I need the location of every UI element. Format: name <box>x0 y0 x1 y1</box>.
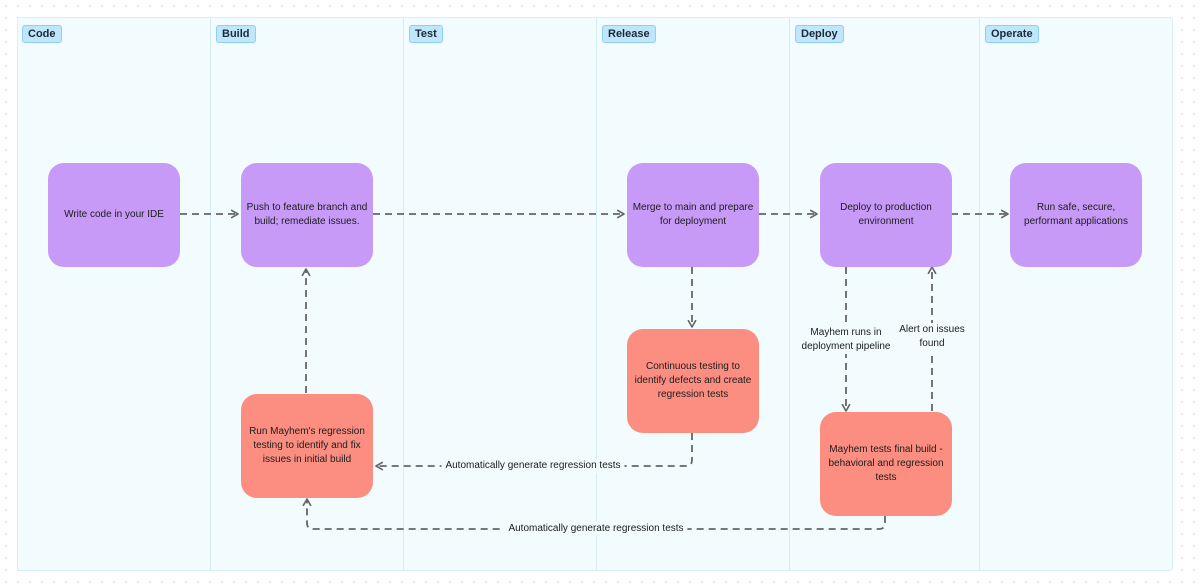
node-mayhem-regression[interactable]: Run Mayhem's regression testing to ident… <box>241 394 373 498</box>
node-push-branch[interactable]: Push to feature branch and build; remedi… <box>241 163 373 267</box>
node-continuous-testing-label: Continuous testing to identify defects a… <box>634 361 752 400</box>
node-mayhem-final-label: Mayhem tests final build - behavioral an… <box>828 444 944 483</box>
edge-label-mayhem-runs: Mayhem runs in deployment pipeline <box>800 326 892 354</box>
edge-final-to-push <box>302 498 886 530</box>
lane-label-operate: Operate <box>985 25 1039 43</box>
lane-build: Build <box>210 17 403 571</box>
node-mayhem-final[interactable]: Mayhem tests final build - behavioral an… <box>820 412 952 516</box>
lane-operate: Operate <box>979 17 1173 571</box>
node-deploy-prod-label: Deploy to production environment <box>840 202 932 227</box>
edge-label-alert-issues: Alert on issues found <box>899 323 965 351</box>
lane-label-release: Release <box>602 25 656 43</box>
edge-label-auto-generate-1: Automatically generate regression tests <box>441 459 625 473</box>
lane-code: Code <box>17 17 210 571</box>
lane-label-test: Test <box>409 25 443 43</box>
lane-label-deploy: Deploy <box>795 25 844 43</box>
node-deploy-prod[interactable]: Deploy to production environment <box>820 163 952 267</box>
edge-testing-to-regression <box>375 433 693 471</box>
node-merge-main[interactable]: Merge to main and prepare for deployment <box>627 163 759 267</box>
lane-label-build: Build <box>216 25 256 43</box>
node-push-branch-label: Push to feature branch and build; remedi… <box>246 202 368 227</box>
node-continuous-testing[interactable]: Continuous testing to identify defects a… <box>627 329 759 433</box>
node-write-code-label: Write code in your IDE <box>64 209 164 220</box>
edge-label-auto-generate-2: Automatically generate regression tests <box>504 522 688 536</box>
lane-test: Test <box>403 17 596 571</box>
node-mayhem-regression-label: Run Mayhem's regression testing to ident… <box>249 426 365 465</box>
lane-release: Release <box>596 17 789 571</box>
node-merge-main-label: Merge to main and prepare for deployment <box>632 202 754 227</box>
lane-label-code: Code <box>22 25 62 43</box>
node-write-code[interactable]: Write code in your IDE <box>48 163 180 267</box>
node-run-apps-label: Run safe, secure, performant application… <box>1024 202 1128 227</box>
node-run-apps[interactable]: Run safe, secure, performant application… <box>1010 163 1142 267</box>
diagram-board <box>17 17 1173 571</box>
lane-deploy: Deploy <box>789 17 979 571</box>
